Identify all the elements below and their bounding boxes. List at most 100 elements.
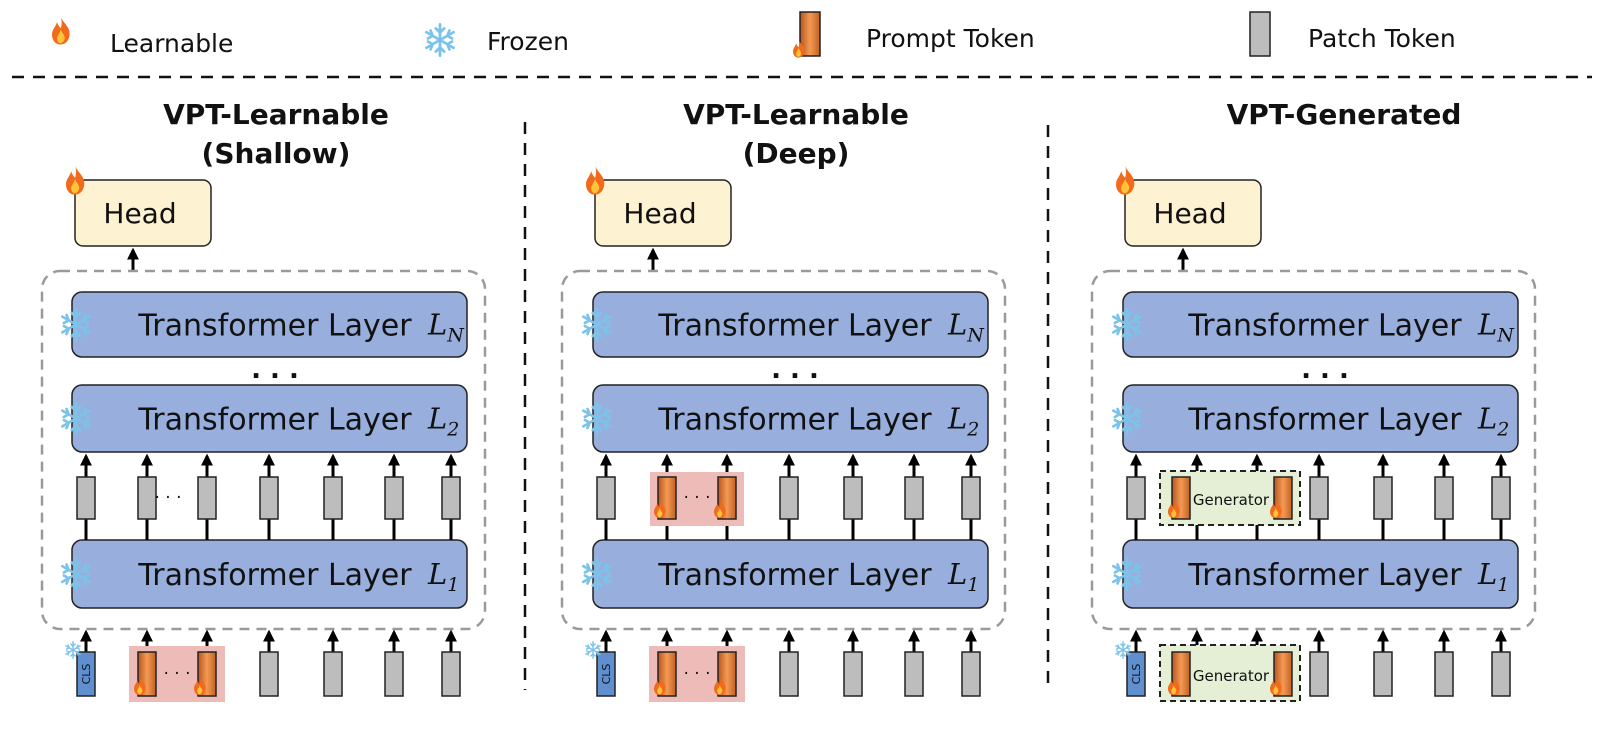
- layer-ellipsis: . . .: [1301, 355, 1349, 385]
- patch-token: [904, 651, 924, 697]
- transformer-layer-box: [1122, 291, 1519, 358]
- patch-token: [904, 476, 924, 520]
- transformer-layer-n: Transformer Layer LN: [60, 291, 468, 358]
- fire-icon: [1116, 166, 1135, 195]
- legend-frozen-label: Frozen: [487, 27, 569, 56]
- layer-symbol-subscript: N: [966, 325, 985, 347]
- head-label: Head: [1153, 197, 1226, 230]
- layer-ellipsis: . . .: [251, 355, 299, 385]
- frozen-backbone-frame: [1090, 269, 1537, 631]
- panel-subtitle: (Deep): [743, 137, 850, 170]
- snowflake-icon: [424, 22, 456, 58]
- frozen-backbone-frame: [560, 269, 1007, 631]
- layer-symbol-subscript: N: [1496, 325, 1515, 347]
- patch-token: [779, 476, 799, 520]
- patch-token: [323, 476, 343, 520]
- patch-token: [441, 651, 461, 697]
- patch-token: [384, 476, 404, 520]
- patch-token: [1491, 476, 1511, 520]
- layer-symbol-letter: L: [947, 557, 967, 591]
- patch-token: [384, 651, 404, 697]
- legend-patch-label: Patch Token: [1308, 24, 1456, 53]
- head-box: [594, 179, 732, 247]
- transformer-layer-2: Transformer Layer L2: [1111, 384, 1519, 453]
- transformer-layer-1: Transformer Layer L1: [581, 539, 989, 609]
- patch-token: [961, 651, 981, 697]
- patch-token-icon: [1249, 11, 1271, 57]
- patch-token: [843, 651, 863, 697]
- layer-symbol: L2: [1477, 402, 1509, 441]
- patch-token: [1491, 651, 1511, 697]
- transformer-layer-label: Transformer Layer: [137, 309, 412, 344]
- layer-symbol: L2: [427, 402, 459, 441]
- layer-symbol-subscript: 1: [1497, 574, 1509, 596]
- transformer-layer-box: [1122, 384, 1519, 453]
- layer-symbol-letter: L: [1477, 402, 1497, 436]
- patch-token: [1434, 651, 1454, 697]
- patch-token: [259, 476, 279, 520]
- patch-token: [1373, 476, 1393, 520]
- patch-token: [596, 476, 616, 520]
- fire-icon: [66, 166, 85, 195]
- head-label: Head: [623, 197, 696, 230]
- layer-symbol-subscript: 2: [446, 419, 459, 441]
- patch-token: [441, 476, 461, 520]
- head-box: [1124, 179, 1262, 247]
- patch-token: [137, 476, 157, 520]
- fire-icon: [52, 17, 70, 45]
- snowflake-icon: [424, 22, 456, 58]
- layer-symbol-letter: L: [1477, 308, 1497, 342]
- layer-symbol: L1: [1477, 557, 1509, 596]
- cls-label: CLS: [1130, 664, 1143, 685]
- layer-symbol-letter: L: [947, 308, 967, 342]
- cls-token: [1126, 651, 1146, 697]
- patch-token: [843, 476, 863, 520]
- token-ellipsis: · · ·: [163, 664, 190, 684]
- layer-symbol-subscript: 1: [967, 574, 979, 596]
- layer-symbol-letter: L: [947, 402, 967, 436]
- layer-symbol-subscript: N: [446, 325, 465, 347]
- transformer-layer-box: [71, 291, 468, 358]
- transformer-layer-box: [71, 384, 468, 453]
- token-ellipsis: · · ·: [683, 488, 710, 508]
- transformer-layer-label: Transformer Layer: [657, 309, 932, 344]
- generator-label: Generator: [1193, 491, 1270, 509]
- layer-symbol: LN: [427, 308, 465, 347]
- panel-title: VPT-Learnable: [683, 98, 909, 131]
- transformer-layer-box: [592, 291, 989, 358]
- patch-token: [1373, 651, 1393, 697]
- patch-token: [197, 476, 217, 520]
- fire-icon: [586, 166, 605, 195]
- token-ellipsis: · · ·: [683, 664, 710, 684]
- token-ellipsis: · · ·: [154, 488, 181, 508]
- layer-symbol-subscript: 2: [966, 419, 979, 441]
- layer-symbol: LN: [1477, 308, 1515, 347]
- transformer-layer-label: Transformer Layer: [1187, 309, 1462, 344]
- transformer-layer-label: Transformer Layer: [1187, 403, 1462, 438]
- patch-token: [961, 476, 981, 520]
- transformer-layer-n: Transformer Layer LN: [1111, 291, 1519, 358]
- transformer-layer-label: Transformer Layer: [657, 403, 932, 438]
- cls-label: CLS: [600, 664, 613, 685]
- panel-title: VPT-Learnable: [163, 98, 389, 131]
- transformer-layer-label: Transformer Layer: [137, 403, 412, 438]
- transformer-layer-box: [592, 384, 989, 453]
- layer-symbol: L1: [947, 557, 979, 596]
- generator-label: Generator: [1193, 667, 1270, 685]
- layer-symbol-subscript: 1: [447, 574, 459, 596]
- patch-token: [1126, 476, 1146, 520]
- transformer-layer-label: Transformer Layer: [657, 558, 932, 593]
- head-label: Head: [103, 197, 176, 230]
- legend-learnable-label: Learnable: [110, 29, 233, 58]
- layer-symbol-letter: L: [427, 308, 447, 342]
- patch-token: [1309, 651, 1329, 697]
- patch-token: [1434, 476, 1454, 520]
- transformer-layer-label: Transformer Layer: [137, 558, 412, 593]
